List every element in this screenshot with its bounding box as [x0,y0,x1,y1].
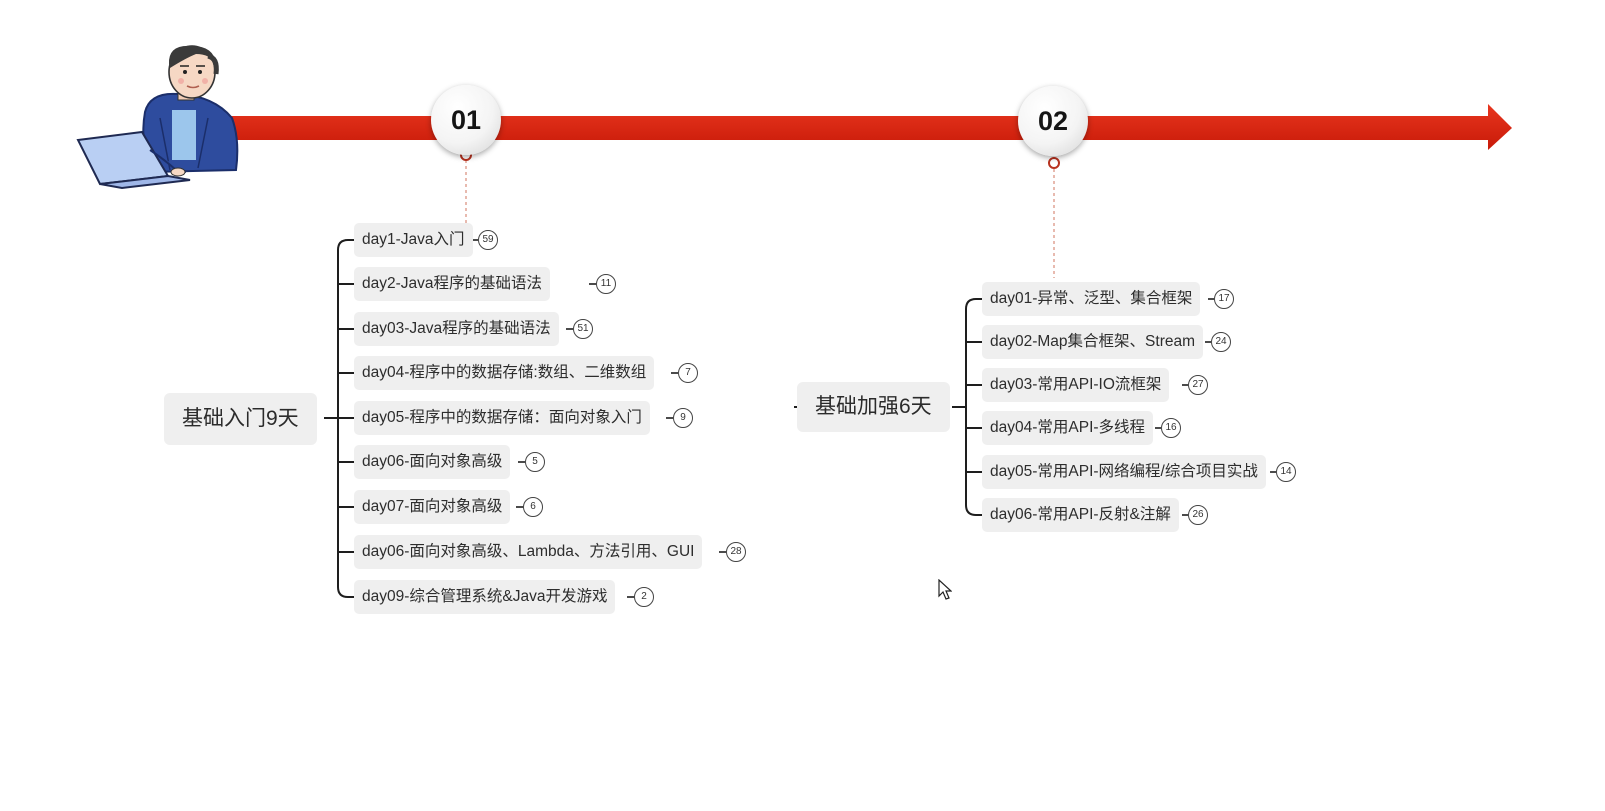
group-1-item-7[interactable]: day07-面向对象高级 [354,490,511,524]
milestone-2-anchor [1048,157,1060,169]
group-2-item-1-count: 17 [1214,289,1234,309]
group-2-item-3-count: 27 [1188,375,1208,395]
timeline-arrow [225,104,1512,150]
milestone-01: 01 [431,85,501,155]
group-1-item-6-count: 5 [525,452,545,472]
group-2-item-1[interactable]: day01-异常、泛型、集合框架 [982,282,1201,316]
group-1-item-2-count: 11 [596,274,616,294]
milestone-02-label: 02 [1037,106,1069,136]
group-2-item-4[interactable]: day04-常用API-多线程 [982,411,1154,445]
mouse-cursor-icon [938,579,952,600]
group-1-item-8-count: 28 [726,542,746,562]
group-1-item-1[interactable]: day1-Java入门 [354,223,473,257]
group-1-item-5[interactable]: day05-程序中的数据存储：面向对象入门 [354,401,650,435]
group-1-connectors [324,239,355,598]
group-2-item-2-count: 24 [1211,332,1231,352]
group-1-item-5-count: 9 [673,408,693,428]
group-1-item-3[interactable]: day03-Java程序的基础语法 [354,312,559,346]
milestone-02: 02 [1018,86,1088,156]
group-1-item-7-count: 6 [523,497,543,517]
group-1-item-9-count: 2 [634,587,654,607]
group-1-item-6[interactable]: day06-面向对象高级 [354,445,511,479]
group-1-item-4-count: 7 [678,363,698,383]
group-2-connectors [794,298,983,516]
group-2-item-6[interactable]: day06-常用API-反射&注解 [982,498,1179,532]
group-2-root-node[interactable]: 基础加强6天 [797,382,950,432]
milestone-01-label: 01 [450,105,482,135]
group-1-item-1-count: 59 [478,230,498,250]
group-2-item-3[interactable]: day03-常用API-IO流框架 [982,368,1170,402]
group-2-item-4-count: 16 [1161,418,1181,438]
group-1-item-3-count: 51 [573,319,593,339]
group-1-root-node[interactable]: 基础入门9天 [164,393,317,445]
group-1-item-4[interactable]: day04-程序中的数据存储:数组、二维数组 [354,356,655,390]
group-1-item-2[interactable]: day2-Java程序的基础语法 [354,267,551,301]
badge-connectors [471,239,1276,598]
group-1-item-8[interactable]: day06-面向对象高级、Lambda、方法引用、GUI [354,535,703,569]
group-2-item-5-count: 14 [1276,462,1296,482]
group-2-item-5[interactable]: day05-常用API-网络编程/综合项目实战 [982,455,1266,489]
group-2-item-2[interactable]: day02-Map集合框架、Stream [982,325,1204,359]
group-2-item-6-count: 26 [1188,505,1208,525]
group-1-item-9[interactable]: day09-综合管理系统&Java开发游戏 [354,580,616,614]
programmer-illustration [76,45,239,190]
